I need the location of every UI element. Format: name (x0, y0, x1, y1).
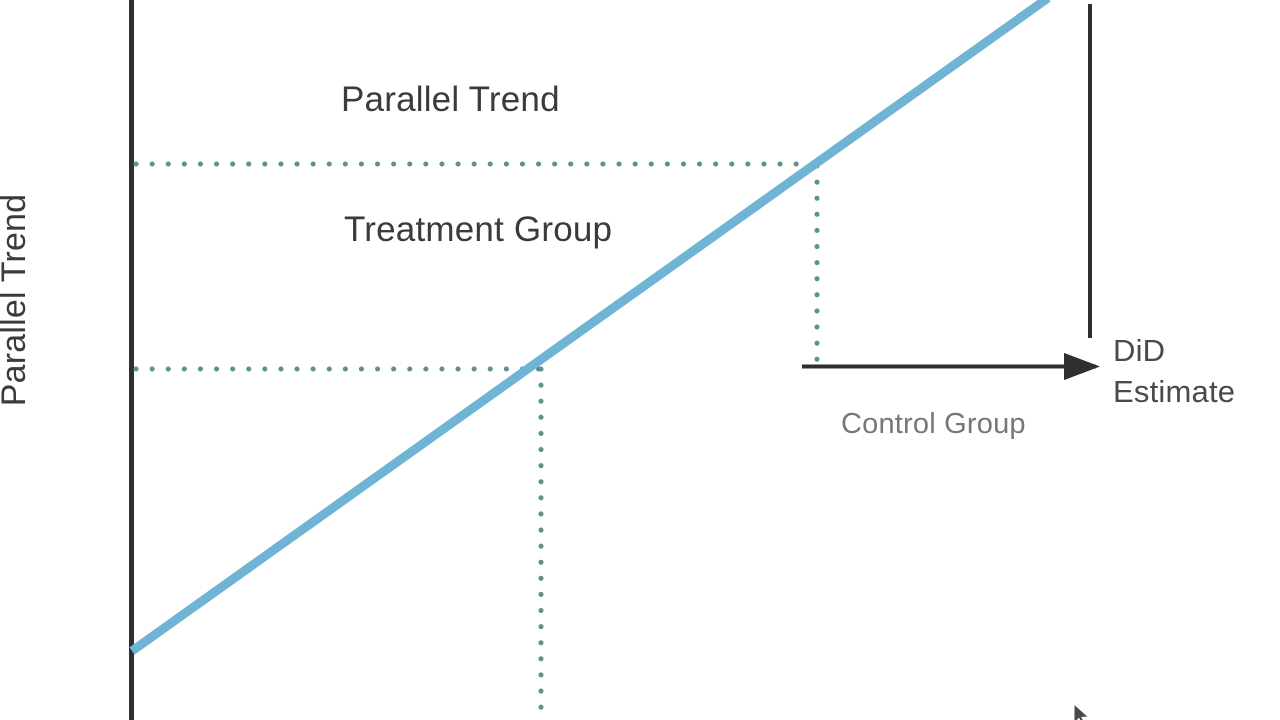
annotation-treatment-group: Treatment Group (344, 210, 613, 249)
y-axis-title: Parallel Trend (0, 193, 33, 407)
annotation-did-estimate: DiD Estimate (1113, 330, 1235, 412)
did-estimate-line-1: DiD (1113, 333, 1166, 368)
parallel-trend-line (129, 0, 1051, 655)
did-estimate-line-2: Estimate (1113, 374, 1236, 410)
annotation-parallel-trend: Parallel Trend (341, 80, 560, 119)
annotation-control-group: Control Group (841, 408, 1026, 440)
